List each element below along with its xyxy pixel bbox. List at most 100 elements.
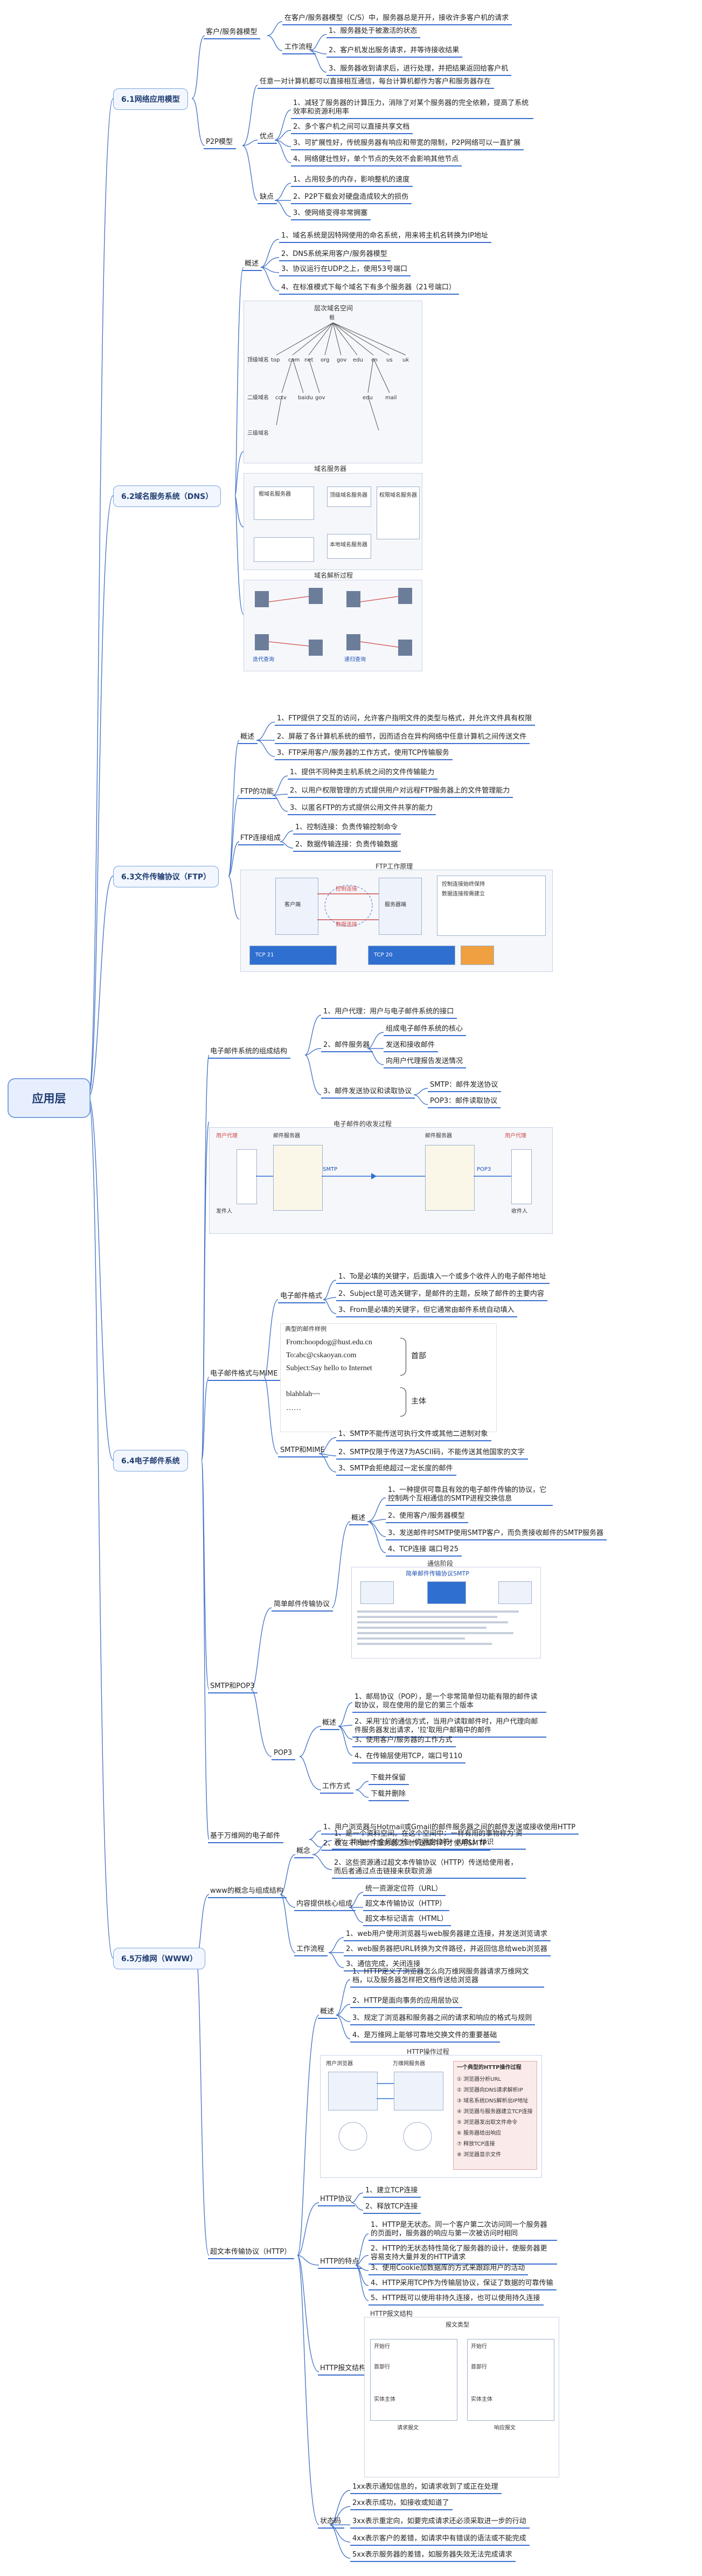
node-underline — [320, 1793, 354, 1794]
pop3-overview-node[interactable]: 概述 — [320, 1719, 340, 1730]
node-text: 5xx表示服务器的差错，如服务器失效无法完成请求 — [352, 2551, 512, 2559]
pop3-ov-item: 4、在传输层使用TCP，端口号110 — [352, 1752, 466, 1763]
pop3-mode-node[interactable]: 工作方式 — [320, 1782, 354, 1794]
section-6-2[interactable]: 6.2域名服务系统（DNS） — [113, 485, 221, 507]
node-text: 2、P2P下载会对硬盘造成较大的损伤 — [293, 193, 409, 201]
www-work-node[interactable]: 工作流程 — [294, 1945, 328, 1956]
tree-l2: baidu — [298, 395, 313, 401]
webmail-item: 2、仅在不同邮件服务器之间传送邮件时才使用SMTP — [321, 1839, 490, 1851]
node-underline — [336, 1300, 547, 1301]
p2p-dis-node[interactable]: 缺点 — [258, 193, 277, 204]
node-text: 在客户/服务器模型（C/S）中，服务器总是开开，接收许多客户机的请求 — [284, 14, 509, 22]
ftp-func-node[interactable]: FTP的功能 — [238, 788, 277, 799]
node-underline — [291, 165, 462, 166]
mail-composition-node[interactable]: 电子邮件系统的组成结构 — [208, 1047, 291, 1059]
mail-format-node[interactable]: 电子邮件格式与MIME — [208, 1370, 281, 1381]
node-text: 超文本传输协议（HTTP） — [365, 1900, 447, 1908]
node-underline — [291, 186, 413, 187]
smtp-overview-node[interactable]: 概述 — [349, 1514, 369, 1525]
node-text: 超文本传输协议（HTTP） — [210, 2248, 291, 2256]
www-concept-node[interactable]: www的概念与组成结构 — [208, 1887, 287, 1898]
resolve-label: 递归查询 — [344, 657, 366, 663]
node-underline — [326, 75, 512, 76]
node-text: 2、邮件服务器 — [323, 1041, 370, 1049]
sample-body: …… — [286, 1404, 301, 1412]
http-node[interactable]: 超文本传输协议（HTTP） — [208, 2248, 295, 2259]
www-concept-ov-node[interactable]: 概念 — [294, 1847, 314, 1858]
node-underline — [352, 1712, 546, 1713]
node-text: 概述 — [240, 733, 255, 741]
fig-title: 域名解析过程 — [314, 572, 353, 579]
http-msg-node[interactable]: HTTP报文结构 — [318, 2364, 370, 2376]
node-text: 1、SMTP不能传送可执行文件或其他二进制对象 — [338, 1430, 488, 1438]
node-underline — [272, 1610, 333, 1612]
p2p-dis-item: 2、P2P下载会对硬盘造成较大的损伤 — [291, 193, 412, 204]
webmail-node[interactable]: 基于万维网的电子邮件 — [208, 1832, 284, 1843]
node-text: 2、仅在不同邮件服务器之间传送邮件时才使用SMTP — [323, 1839, 487, 1848]
ftp-data-label: 数据连接 — [336, 922, 357, 928]
cs-model-node[interactable]: 客户/服务器模型 — [204, 28, 261, 39]
node-text: SMTP和POP3 — [210, 1682, 255, 1690]
node-text: 2xx表示成功，如接收或知道了 — [352, 2499, 449, 2507]
node-underline — [350, 2561, 516, 2562]
status-code-node[interactable]: 状态码 — [318, 2517, 345, 2529]
section-6-1[interactable]: 6.1网络应用模型 — [113, 88, 188, 110]
node-text: 内容提供核心组成 — [296, 1900, 353, 1908]
p2p-adv-node[interactable]: 优点 — [258, 133, 277, 144]
smtp-pop3-node[interactable]: SMTP和POP3 — [208, 1682, 258, 1693]
ftp-overview-item: 3、FTP采用客户/服务器的工作方式，使用TCP传输服务 — [275, 749, 453, 760]
http-feat-item: 4、HTTP采用TCP作为传输层协议，保证了数据的可靠传输 — [369, 2279, 557, 2290]
node-text: 1、一种提供可靠且有效的电子邮件传输的协议，它控制两个互相通信的SMTP进程交换… — [388, 1486, 547, 1503]
http-proto-node[interactable]: HTTP协议 — [318, 2195, 356, 2206]
section-6-5[interactable]: 6.5万维网（WWW） — [113, 1948, 206, 1969]
node-text: 4xx表示客户的差错，如请求中有错误的语法或不能完成 — [352, 2535, 526, 2543]
node-underline — [350, 2024, 536, 2025]
mail-server-box — [273, 1145, 323, 1211]
pop3-node[interactable]: POP3 — [272, 1749, 296, 1760]
www-content-node[interactable]: 内容提供核心组成 — [294, 1900, 356, 1911]
sample-subject: Subject:Say hello to Internet — [286, 1364, 372, 1372]
node-underline — [344, 1970, 424, 1971]
mail-host — [511, 1149, 532, 1204]
pop3-mode-item: 下载并保留 — [369, 1774, 409, 1785]
node-text: 2、HTTP的无状态特性简化了服务器的设计，使服务器更容易支持大量并发的HTTP… — [371, 2245, 547, 2261]
node-text: 概述 — [245, 260, 259, 268]
node-text: 2、Subject是可选关键字，是邮件的主题，反映了邮件的主要内容 — [338, 1290, 544, 1298]
node-underline — [318, 2205, 356, 2206]
root-node[interactable]: 应用层 — [8, 1078, 91, 1118]
node-text: 2、使用客户/服务器模型 — [388, 1512, 465, 1520]
node-underline — [238, 798, 277, 799]
ftp-overview-node[interactable]: 概述 — [238, 733, 258, 744]
mail-server-node[interactable]: 2、邮件服务器 — [321, 1041, 373, 1052]
ftp-conn-node[interactable]: FTP连接组成 — [238, 834, 284, 845]
http-feat-item: 5、HTTP既可以使用非持久连接，也可以使用持久连接 — [369, 2294, 544, 2306]
node-text: 超文本标记语言（HTML） — [365, 1915, 448, 1923]
http-feat-node[interactable]: HTTP的特点 — [318, 2258, 363, 2269]
mail-srv-label: 邮件服务器 — [273, 1133, 300, 1139]
node-text: 电子邮件系统的组成结构 — [210, 1047, 288, 1056]
header-brace — [400, 1338, 406, 1376]
cs-flow-node[interactable]: 工作流程 — [282, 43, 316, 54]
section-6-4[interactable]: 6.4电子邮件系统 — [113, 1450, 188, 1471]
node-underline — [428, 1091, 502, 1092]
node-text: 概述 — [351, 1514, 366, 1522]
smtp-mime-node[interactable]: SMTP和MIME — [278, 1446, 328, 1457]
section-6-3[interactable]: 6.3文件传输协议（FTP） — [113, 866, 219, 887]
node-text: 4、HTTP采用TCP作为传输层协议，保证了数据的可靠传输 — [371, 2279, 553, 2287]
p2p-adv-item: 2、多个客户机之间可以直接共享文档 — [291, 123, 413, 134]
node-underline — [350, 2042, 501, 2043]
http-proto-item: 1、建立TCP连接 — [363, 2186, 421, 2198]
smtp-node[interactable]: 简单邮件传输协议 — [272, 1600, 333, 1612]
http-overview-node[interactable]: 概述 — [318, 2008, 338, 2019]
dns-overview-item: 4、在标准模式下每个域名下有多个服务器（21号端口） — [279, 283, 459, 295]
dns-overview-node[interactable]: 概述 — [242, 260, 262, 271]
node-text: 4、是万维网上能够可靠地交换文件的重要基础 — [352, 2031, 497, 2039]
mail-protocol-node[interactable]: 3、邮件发送协议和读取协议 — [321, 1087, 415, 1099]
node-underline — [288, 814, 436, 815]
mail-format-sub[interactable]: 电子邮件格式 — [278, 1292, 326, 1303]
node-text: 4、在传输层使用TCP，端口号110 — [355, 1752, 463, 1760]
node-text: 3、协议运行在UDP之上，使用53号端口 — [281, 265, 408, 273]
p2p-model-node[interactable]: P2P模型 — [204, 138, 236, 149]
webmail-item: 1、用户浏览器与Hotmail或Gmail的邮件服务器之间的邮件发送或接收使用H… — [321, 1823, 579, 1835]
node-underline — [352, 1746, 456, 1747]
